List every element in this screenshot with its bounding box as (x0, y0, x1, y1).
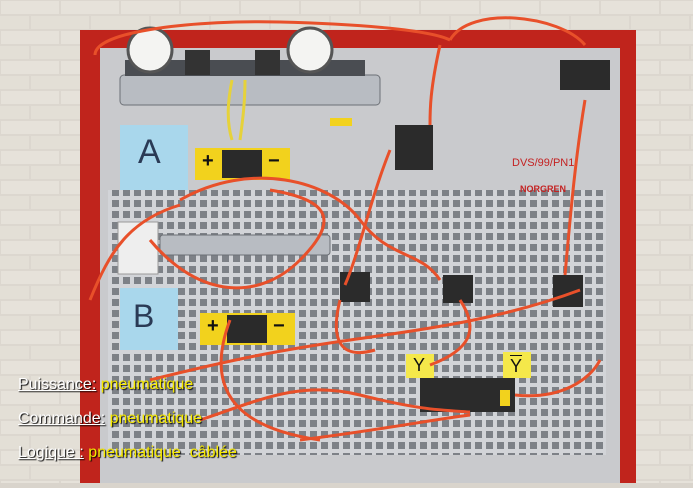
y-bar-label-box (503, 352, 531, 378)
plus-sign-a: + (202, 150, 214, 172)
valve-top-center (395, 125, 433, 170)
caption-logique: Logique : pneumatique câblée (18, 444, 237, 462)
pressure-gauge-left (126, 26, 174, 74)
tube-10 (149, 288, 581, 382)
component-tag (330, 118, 352, 126)
tube-11 (514, 359, 602, 398)
tube-4 (563, 99, 587, 276)
plus-sign-b: + (207, 315, 219, 337)
regulator-knob-right (255, 50, 280, 75)
section-a-box (120, 125, 188, 190)
orange-tubing (88, 16, 602, 442)
caption-commande: Commande: pneumatique (18, 410, 202, 428)
tube-15 (334, 299, 376, 354)
tube-14 (88, 203, 181, 301)
tube-12 (299, 413, 471, 442)
valve-mid-2 (443, 275, 473, 303)
perforated-board (108, 190, 606, 455)
minus-sign-a: − (268, 150, 280, 172)
tube-2 (448, 16, 587, 46)
tube-5 (343, 149, 392, 286)
caption-commande-key: Commande (18, 410, 101, 427)
distributor-valve (420, 378, 515, 412)
tube-3 (428, 44, 442, 126)
tube-7 (148, 188, 326, 290)
caption-logique-value: pneumatique câblée (88, 444, 237, 461)
valve-mid-1 (340, 272, 370, 302)
section-b-box (120, 288, 178, 350)
caption-puissance: Puissance: pneumatique (18, 376, 193, 394)
caption-puissance-key: Puissance (18, 376, 92, 393)
sensor-a-body (222, 150, 262, 178)
y-bar-label: Y (510, 356, 523, 376)
middle-cylinder (159, 234, 331, 256)
sensor-b-body (227, 315, 267, 343)
tube-6 (179, 176, 442, 281)
caption-commande-value: pneumatique (109, 410, 203, 427)
valve-top-right (560, 60, 610, 90)
minus-sign-b: − (273, 315, 285, 337)
electric-terminal-block (117, 221, 159, 275)
tube-13 (199, 388, 471, 422)
caption-logique-sep: : (74, 444, 84, 461)
pressure-gauge-right (286, 26, 334, 74)
distributor-tag (500, 390, 510, 406)
top-cylinder (119, 74, 381, 106)
caption-logique-key: Logique (18, 444, 75, 461)
caption-commande-sep: : (100, 410, 106, 427)
regulator-knob-left (185, 50, 210, 75)
yellow-tubing (226, 79, 247, 141)
section-a-letter: A (138, 133, 161, 171)
y-label-box (406, 354, 434, 378)
tube-9 (429, 299, 472, 367)
norgren-logo-text: NORGREN (520, 184, 567, 194)
caption-puissance-value: pneumatique (100, 376, 194, 393)
yellow-tube-2 (238, 79, 247, 141)
tube-1 (93, 20, 451, 56)
caption-puissance-sep: : (91, 376, 97, 393)
section-b-letter: B (133, 298, 155, 334)
model-code-label: DVS/99/PN1 (512, 157, 575, 169)
y-label: Y (413, 355, 426, 375)
yellow-tube-1 (226, 79, 234, 141)
